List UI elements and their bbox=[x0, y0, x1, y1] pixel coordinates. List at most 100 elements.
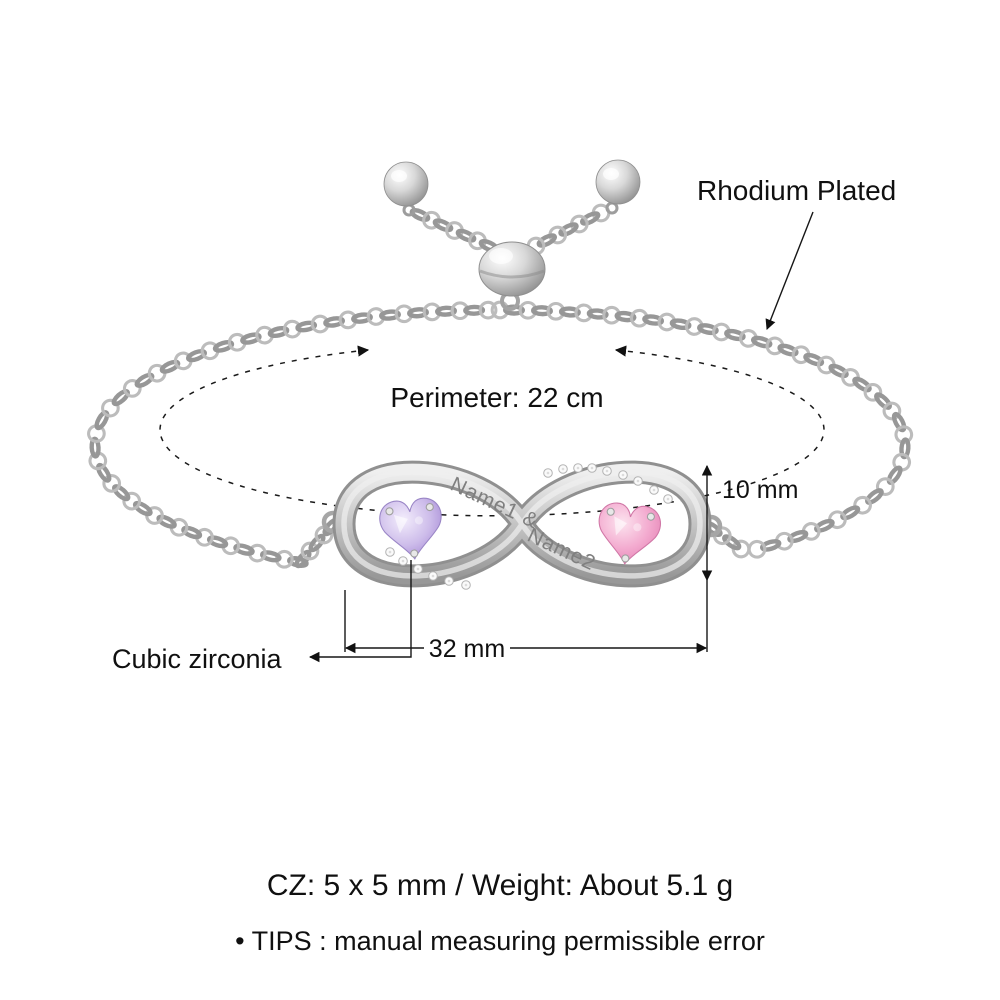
chain-link bbox=[531, 305, 553, 317]
infinity-band-highlight bbox=[341, 469, 703, 579]
chain-link bbox=[899, 437, 911, 460]
chain-link bbox=[267, 325, 290, 339]
chain-link bbox=[642, 314, 665, 326]
chain-link bbox=[548, 225, 568, 245]
chain-link bbox=[435, 305, 457, 317]
chain-link bbox=[445, 221, 464, 240]
chain-link bbox=[156, 514, 177, 529]
spec-line: CZ: 5 x 5 mm / Weight: About 5.1 g bbox=[267, 869, 733, 902]
plating-label: Rhodium Plated bbox=[697, 175, 896, 206]
chain-link bbox=[323, 316, 346, 328]
chain-link bbox=[765, 336, 785, 356]
chain-link bbox=[407, 307, 429, 319]
cz-stones bbox=[385, 463, 673, 590]
chain-link bbox=[891, 411, 907, 433]
chain-link bbox=[308, 533, 326, 553]
chain-link bbox=[145, 506, 164, 525]
chain-link bbox=[787, 529, 809, 544]
chain-link bbox=[221, 536, 241, 556]
chain-link bbox=[722, 534, 742, 551]
chain-link bbox=[159, 359, 181, 374]
chain-link bbox=[816, 355, 836, 375]
chain-link bbox=[468, 231, 487, 251]
chain-link bbox=[882, 401, 902, 421]
cubic-zirconia-label: Cubic zirconia bbox=[112, 644, 283, 674]
chain-link bbox=[760, 539, 782, 552]
chain-link bbox=[169, 517, 189, 537]
chain-link bbox=[814, 518, 835, 533]
chain-link bbox=[432, 218, 454, 233]
chain-link bbox=[875, 477, 895, 496]
chain-link bbox=[247, 543, 267, 563]
chain-link bbox=[134, 372, 155, 388]
chain-link bbox=[669, 318, 692, 331]
chain-link bbox=[739, 329, 758, 348]
chain-link bbox=[841, 368, 860, 387]
chain-link bbox=[111, 389, 130, 407]
chain-link bbox=[294, 549, 312, 569]
chain-link bbox=[886, 465, 903, 485]
chain-link bbox=[536, 233, 557, 248]
chain-link bbox=[422, 210, 441, 230]
chain-link bbox=[240, 332, 262, 345]
cubic-zirconia-pointer bbox=[308, 560, 412, 663]
chain-link bbox=[351, 312, 373, 324]
chain-link bbox=[274, 549, 294, 569]
end-ball-left bbox=[383, 161, 429, 217]
perimeter-dashed-ellipse bbox=[159, 345, 825, 517]
chain-link bbox=[233, 543, 255, 556]
heart-gem-right bbox=[598, 502, 662, 565]
chain-link bbox=[828, 363, 849, 379]
chain-link bbox=[569, 214, 589, 234]
chain-link bbox=[731, 539, 751, 559]
chain-link bbox=[865, 488, 884, 505]
chain-link bbox=[777, 343, 799, 357]
chain-link bbox=[409, 208, 431, 222]
height-label: 10 mm bbox=[722, 476, 798, 504]
chain-link bbox=[478, 300, 498, 320]
chain-link bbox=[95, 462, 112, 483]
chain-link bbox=[684, 317, 704, 336]
chain-link bbox=[195, 527, 214, 547]
chain-link bbox=[455, 228, 477, 243]
chain-link bbox=[206, 535, 229, 549]
chain-link bbox=[580, 211, 601, 226]
chain-link bbox=[852, 376, 872, 393]
chain-link bbox=[112, 484, 131, 502]
chain-link bbox=[874, 392, 892, 410]
width-label: 32 mm bbox=[429, 635, 505, 663]
chain-link bbox=[181, 525, 203, 540]
chain-link bbox=[803, 352, 825, 367]
perimeter-label: Perimeter: 22 cm bbox=[390, 382, 603, 413]
chain-link bbox=[300, 541, 320, 561]
chain-link bbox=[697, 323, 719, 336]
chain-link bbox=[132, 500, 153, 517]
plating-arrow bbox=[765, 211, 814, 330]
chain-link bbox=[840, 505, 861, 521]
chain-link bbox=[102, 474, 122, 493]
chain-link bbox=[379, 309, 401, 321]
chain-link bbox=[185, 348, 208, 363]
chain-link bbox=[614, 310, 637, 323]
chain-link bbox=[295, 320, 318, 333]
chain-link bbox=[712, 322, 731, 342]
chain-link bbox=[629, 308, 649, 328]
slider-bead bbox=[478, 241, 546, 311]
chain-link bbox=[863, 382, 883, 402]
chain-link bbox=[791, 345, 811, 365]
tips-line: • TIPS : manual measuring permissible er… bbox=[235, 926, 765, 956]
chain-link bbox=[724, 328, 746, 342]
footer-specs: CZ: 5 x 5 mm / Weight: About 5.1 g • TIP… bbox=[235, 869, 765, 956]
chain-link bbox=[259, 550, 282, 563]
chain-link bbox=[212, 340, 235, 353]
chain-link bbox=[558, 306, 581, 318]
chain-link bbox=[750, 335, 773, 349]
heart-gem-left bbox=[379, 497, 442, 560]
chain-link bbox=[558, 222, 579, 237]
chain-link bbox=[89, 436, 101, 459]
chain-link bbox=[122, 491, 142, 511]
chain-link bbox=[586, 308, 609, 320]
infinity-pendant: Name1 & Name2 bbox=[321, 460, 723, 590]
